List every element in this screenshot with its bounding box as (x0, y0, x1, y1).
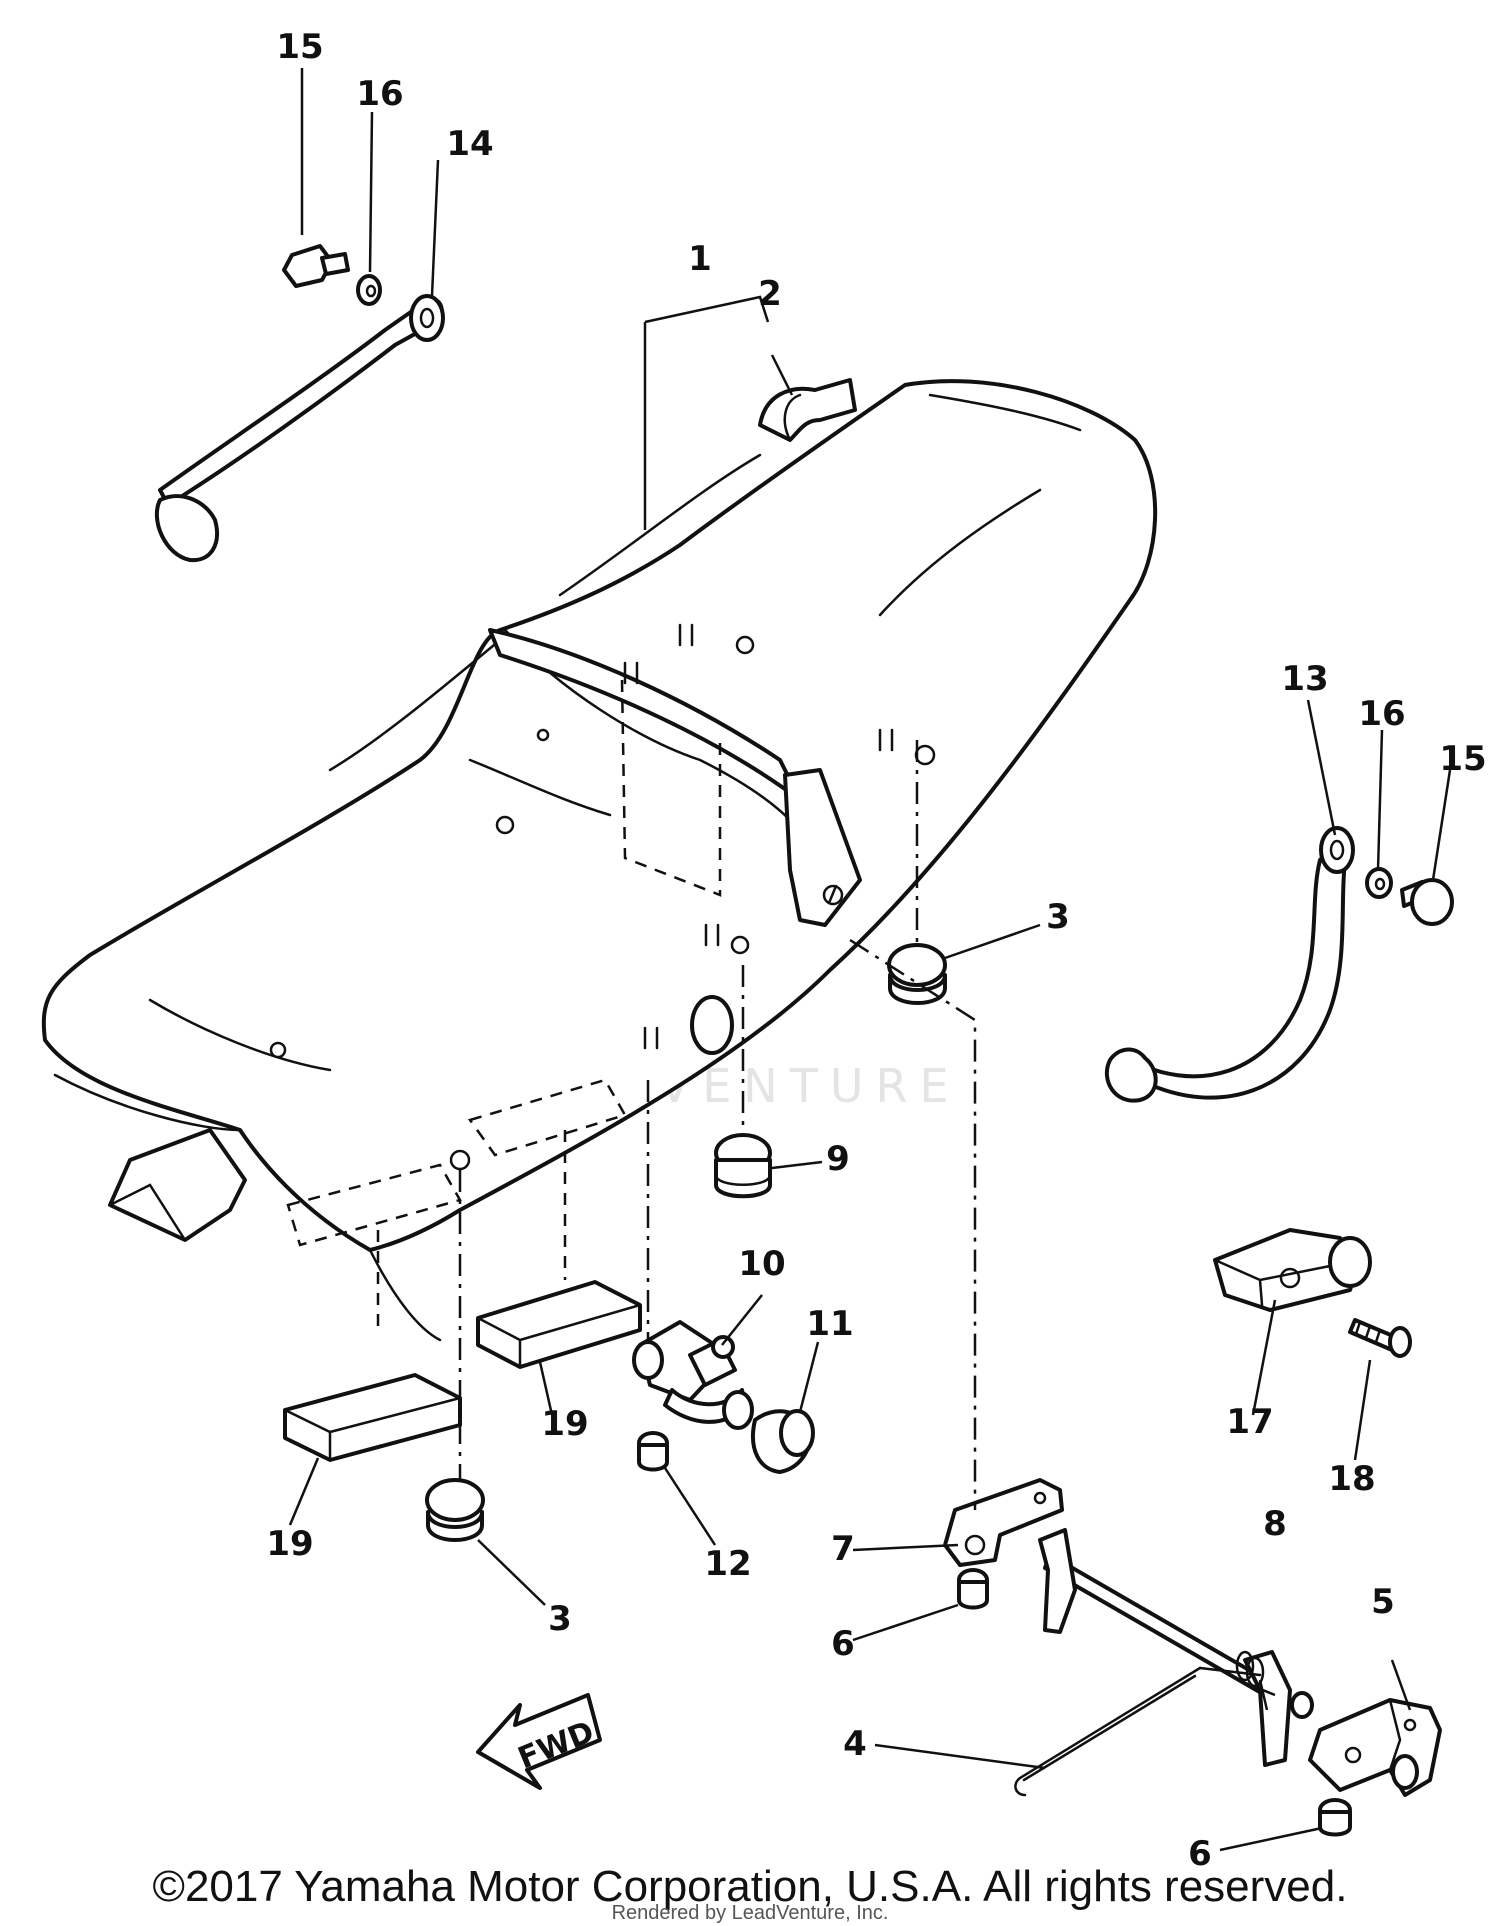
part-8-hinge-shaft (1038, 1528, 1314, 1767)
callout-11: 11 (806, 1304, 853, 1344)
assembly-line-7 (849, 938, 977, 1510)
callout-12: 12 (704, 1544, 751, 1584)
part-16-washer-right (1365, 867, 1393, 899)
part-16-washer-upper (356, 274, 382, 306)
callout-3-right: 3 (1046, 897, 1070, 937)
part-12-nut (637, 1431, 669, 1472)
leader-1 (643, 295, 770, 530)
part-9-damper (714, 1133, 772, 1199)
fwd-direction-arrow: FWD (476, 1693, 602, 1790)
part-10-seat-lock (632, 1320, 754, 1430)
part-14-grab-bar (154, 294, 445, 563)
part-18-screw (1348, 1318, 1412, 1358)
callout-6-upper: 6 (831, 1624, 855, 1664)
callout-15-right: 15 (1439, 739, 1486, 779)
part-1-seat-assembly (41, 378, 1158, 1342)
part-11-lock-cap (751, 1409, 815, 1474)
part-7-bracket (943, 1478, 1064, 1567)
callout-19-right: 19 (541, 1404, 588, 1444)
callout-16-right: 16 (1358, 694, 1405, 734)
callout-14: 14 (446, 124, 493, 164)
callout-7: 7 (831, 1529, 855, 1569)
callout-18: 18 (1328, 1459, 1375, 1499)
part-19-sponge-right (476, 1280, 642, 1369)
part-15-bolt-upper (282, 244, 350, 288)
callout-15-upper: 15 (276, 27, 323, 67)
callout-3-left: 3 (548, 1599, 572, 1639)
part-15-bolt-right (1400, 878, 1454, 926)
callout-4: 4 (843, 1724, 867, 1764)
callout-5: 5 (1371, 1582, 1395, 1622)
part-3-damper-left (425, 1478, 485, 1542)
callout-6-lower: 6 (1188, 1834, 1212, 1874)
rendered-by-credit: Rendered by LeadVenture, Inc. (611, 1902, 889, 1924)
callout-1: 1 (688, 239, 712, 279)
callout-17: 17 (1226, 1402, 1273, 1442)
callout-numbers: 15 16 14 1 2 13 16 15 3 9 10 11 17 18 19… (266, 27, 1486, 1874)
callout-16-upper: 16 (356, 74, 403, 114)
callout-9: 9 (826, 1139, 850, 1179)
callout-10: 10 (738, 1244, 785, 1284)
part-19-sponge-left (283, 1373, 462, 1462)
part-4-rod (1014, 1666, 1262, 1797)
part-17-seat-lock-right (1213, 1228, 1372, 1312)
part-6-damper-upper (957, 1568, 989, 1610)
copyright-notice: ©2017 Yamaha Motor Corporation, U.S.A. A… (152, 1862, 1348, 1911)
part-13-grab-bar (1104, 826, 1355, 1103)
part-5-hinge-bracket (1308, 1698, 1442, 1797)
leader-lines (288, 68, 1452, 1852)
callout-13: 13 (1281, 659, 1328, 699)
callout-19-left: 19 (266, 1524, 313, 1564)
leader-2 (770, 354, 794, 396)
callout-2: 2 (758, 274, 782, 314)
part-6-damper-lower (1318, 1798, 1352, 1837)
callout-8: 8 (1263, 1504, 1287, 1544)
